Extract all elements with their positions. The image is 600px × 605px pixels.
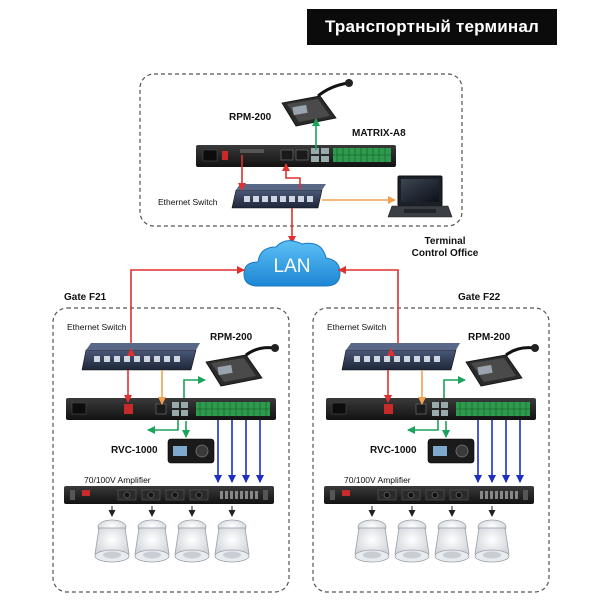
gate-f22-amplifier <box>324 486 534 504</box>
ceiling-speaker-icon <box>174 519 210 563</box>
gate-f21-name: Gate F21 <box>64 292 107 303</box>
gate-f22-matrix-unit <box>326 398 536 420</box>
gate-f22-switch-label: Ethernet Switch <box>327 322 387 332</box>
lan-gate-f22-link <box>338 269 399 355</box>
gate-f22-rpm-200 <box>465 344 539 387</box>
gate-f21-rvc-label: RVC-1000 <box>111 445 158 456</box>
ceiling-speaker-icon <box>134 519 170 563</box>
gate-f21-rpm-link <box>183 376 206 398</box>
lan-gate-f21-link <box>130 269 245 355</box>
ceiling-speaker-icon <box>434 519 470 563</box>
office-switch-matrix-uplink <box>282 163 301 189</box>
gate-f22-rpm-link <box>443 376 466 398</box>
gate-f22-region <box>312 307 550 593</box>
ceiling-speaker-icon <box>474 519 510 563</box>
ceiling-speaker-icon <box>94 519 130 563</box>
gate-f22-rpm-label: RPM-200 <box>468 332 511 343</box>
matrix-a8-unit <box>196 145 396 167</box>
ethernet-switch-office <box>231 184 326 209</box>
gate-f21-rpm-200 <box>205 344 279 387</box>
gate-f21-region <box>52 307 290 593</box>
gate-f21-amplifier <box>64 486 274 504</box>
gate-f22-amplifier-label: 70/100V Amplifier <box>344 475 411 485</box>
gate-f22-name: Gate F22 <box>458 292 501 303</box>
gate-f21-switch-label: Ethernet Switch <box>67 322 127 332</box>
control-office-region <box>139 73 463 227</box>
gate-f22-rvc-link <box>407 420 439 434</box>
page-title: Транспортный терминал <box>307 9 557 45</box>
office-rpm-label: RPM-200 <box>229 112 272 123</box>
gate-f21-rvc-link <box>147 420 179 434</box>
control-office-label: Terminal Control Office <box>411 236 479 259</box>
ceiling-speaker-icon <box>394 519 430 563</box>
office-switch-label: Ethernet Switch <box>158 197 218 207</box>
lan-cloud-icon <box>243 240 341 287</box>
matrix-a8-label: MATRIX-A8 <box>352 128 406 139</box>
laptop-icon <box>387 175 453 218</box>
gate-f22-rvc-1000 <box>427 438 475 464</box>
rpm-200-office <box>281 79 353 127</box>
gate-f21-matrix-unit <box>66 398 276 420</box>
gate-f21-rvc-1000 <box>167 438 215 464</box>
ceiling-speaker-icon <box>214 519 250 563</box>
gate-f21-amplifier-label: 70/100V Amplifier <box>84 475 151 485</box>
gate-f21-rpm-label: RPM-200 <box>210 332 253 343</box>
lan-label: LAN <box>273 256 311 277</box>
gate-f22-ethernet-switch <box>341 343 460 371</box>
gate-f21-ethernet-switch <box>81 343 200 371</box>
ceiling-speaker-icon <box>354 519 390 563</box>
gate-f22-rvc-label: RVC-1000 <box>370 445 417 456</box>
